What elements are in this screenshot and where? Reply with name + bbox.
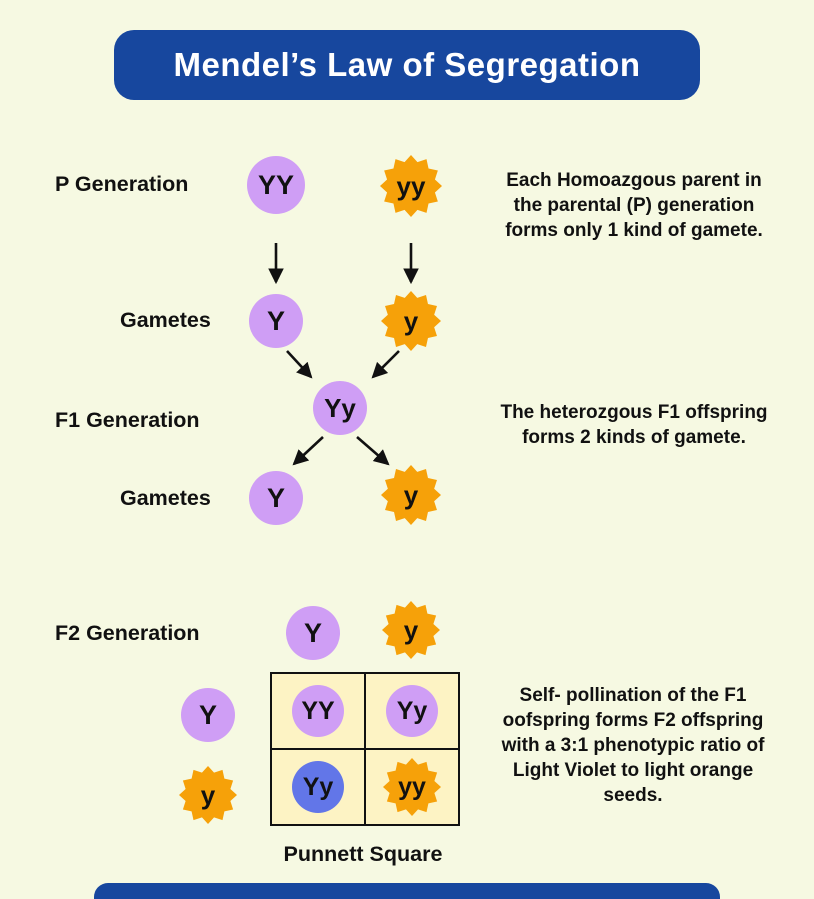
f1-gamete-violet-node: Y (249, 471, 303, 525)
allele-label: Yy (302, 772, 334, 801)
p-parent-orange-node: yy (380, 155, 442, 217)
allele-label: yy (398, 772, 426, 801)
punnett-cell: Yy (366, 674, 458, 748)
arrow-f1-to-gamete1 (292, 436, 324, 466)
allele-label: y (403, 614, 419, 645)
allele-label: yy (396, 170, 426, 201)
punnett-cell: YY (272, 674, 364, 748)
p-gamete-violet-node: Y (249, 294, 303, 348)
gametes-label-f1: Gametes (120, 486, 211, 510)
allele-label: Y (198, 699, 217, 730)
allele-label: Yy (324, 392, 356, 423)
allele-label: Y (266, 305, 285, 336)
punnett-seed-violet: YY (292, 685, 344, 737)
f1-offspring-node: Yy (313, 381, 367, 435)
f2-generation-label: F2 Generation (55, 621, 200, 645)
arrow-gamete1-to-f1 (286, 350, 313, 379)
p-generation-label: P Generation (55, 172, 189, 196)
gametes-label-p: Gametes (120, 308, 211, 332)
punnett-cell: yy (366, 750, 458, 824)
bottom-banner (94, 883, 720, 899)
f1-generation-label: F1 Generation (55, 408, 200, 432)
allele-label: YY (257, 169, 295, 200)
arrow-gamete2-to-f1 (371, 350, 400, 379)
f2-row-header-orange-node: y (179, 766, 237, 824)
punnett-seed-blue: Yy (292, 761, 344, 813)
allele-label: Yy (396, 696, 428, 725)
punnett-seed-orange: yy (383, 758, 441, 816)
f2-col-header-violet-node: Y (286, 606, 340, 660)
page-title: Mendel’s Law of Segregation (173, 46, 641, 83)
arrow-f1-to-gamete2 (356, 436, 390, 466)
allele-label: Y (266, 482, 285, 513)
f2-col-header-orange-node: y (382, 601, 440, 659)
punnett-square-label: Punnett Square (283, 842, 443, 866)
f1-gamete-orange-node: y (381, 465, 441, 525)
allele-label: y (403, 479, 419, 510)
f2-row-header-violet-node: Y (181, 688, 235, 742)
p-gamete-orange-node: y (381, 291, 441, 351)
allele-label: y (403, 305, 419, 336)
allele-label: Y (303, 617, 322, 648)
p-generation-note: Each Homoazgous parent in the parental (… (505, 170, 763, 242)
punnett-cell: Yy (272, 750, 364, 824)
punnett-square: YY Yy Yy yy (270, 672, 460, 826)
f2-generation-note: Self- pollination of the F1 oofspring fo… (501, 685, 765, 807)
allele-label: y (200, 779, 216, 810)
f1-generation-note: The heterozgous F1 offspring forms 2 kin… (500, 402, 768, 449)
allele-label: YY (301, 696, 335, 725)
title-banner: Mendel’s Law of Segregation (114, 30, 700, 100)
p-parent-violet-node: YY (247, 156, 305, 214)
punnett-seed-violet: Yy (386, 685, 438, 737)
